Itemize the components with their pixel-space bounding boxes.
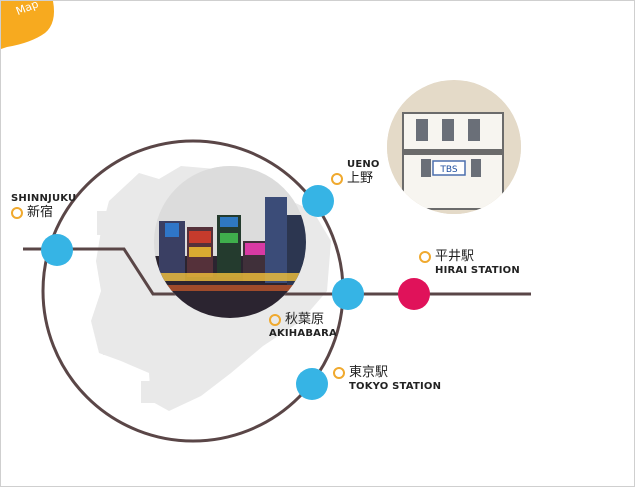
station-hirai-label: 平井駅 HIRAI STATION	[419, 249, 520, 277]
location-marker-icon	[333, 367, 345, 379]
location-marker-icon	[419, 251, 431, 263]
building-photo: TBS	[387, 80, 521, 214]
station-tokyo-marker[interactable]	[296, 368, 328, 400]
station-ueno-marker[interactable]	[302, 185, 334, 217]
station-ueno-name-jp: 上野	[347, 171, 374, 186]
station-tokyo-name-jp: 東京駅	[349, 365, 389, 380]
station-akihabara-name-jp: 秋葉原	[285, 312, 325, 327]
station-ueno-label: UENO 上野	[331, 159, 380, 187]
building-sign-text: TBS	[439, 165, 458, 175]
station-hirai-name-jp: 平井駅	[435, 249, 475, 264]
station-akihabara-marker[interactable]	[332, 278, 364, 310]
station-hirai-marker[interactable]	[398, 278, 430, 310]
location-marker-icon	[331, 173, 343, 185]
station-akihabara-name-en: AKIHABARA	[269, 328, 337, 339]
station-shinjuku-marker[interactable]	[41, 234, 73, 266]
station-tokyo-label: 東京駅 TOKYO STATION	[333, 365, 441, 393]
station-tokyo-name-en: TOKYO STATION	[349, 381, 442, 392]
station-hirai-name-en: HIRAI STATION	[435, 265, 520, 276]
location-marker-icon	[269, 314, 281, 326]
station-shinjuku-name-en: SHINNJUKU	[11, 193, 77, 204]
map-tab[interactable]	[1, 1, 54, 49]
location-marker-icon	[11, 207, 23, 219]
station-shinjuku-label: SHINNJUKU 新宿	[11, 193, 76, 221]
station-shinjuku-name-jp: 新宿	[27, 205, 54, 220]
station-ueno-name-en: UENO	[347, 159, 380, 170]
station-akihabara-label: 秋葉原 AKIHABARA	[269, 312, 337, 340]
